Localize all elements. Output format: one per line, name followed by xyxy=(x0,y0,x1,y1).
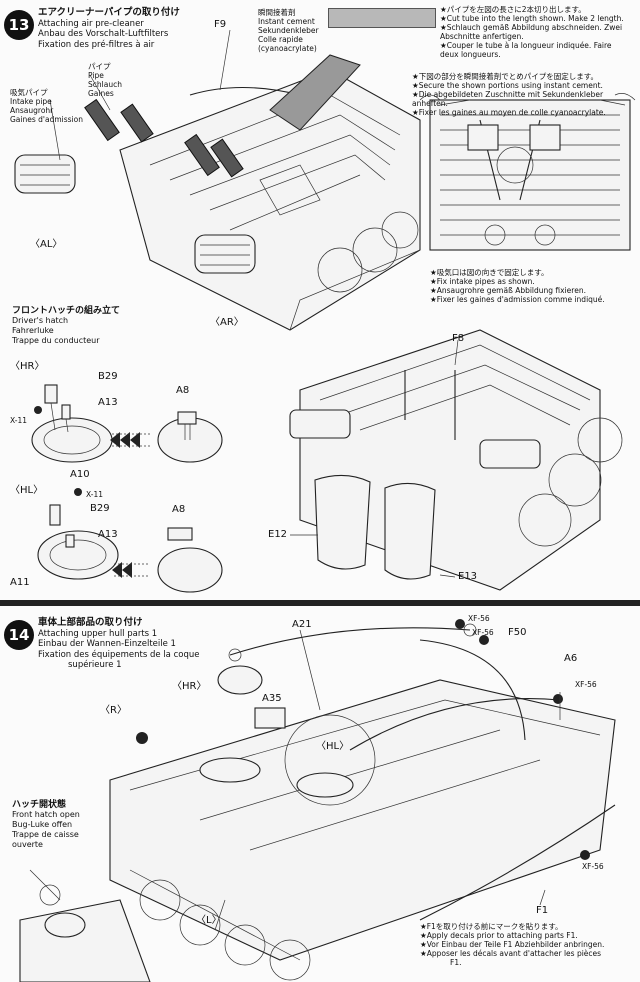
xf56-label-1: XF-56 xyxy=(468,614,490,623)
part-a10-label: A10 xyxy=(70,469,90,480)
step-13-title-de: Anbau des Vorschalt-Luftfilters xyxy=(38,29,169,39)
label-r: 〈R〉 xyxy=(100,705,127,716)
step-divider xyxy=(0,600,640,606)
part-a8-label-2: A8 xyxy=(172,504,186,515)
note-secure: ★下図の部分を瞬間接着剤でとめパイプを固定します。 ★Secure the sh… xyxy=(412,72,606,117)
hatch-assembly-drawing xyxy=(31,384,223,593)
step-13-number: 13 xyxy=(4,10,34,40)
part-a35-label: A35 xyxy=(262,693,282,704)
label-al: 〈AL〉 xyxy=(30,239,63,250)
label-hr: 〈HR〉 xyxy=(10,361,45,372)
step-14-number: 14 xyxy=(4,620,34,650)
instant-cement-label: 瞬間接着剤 Instant cement Sekundenkleber Coll… xyxy=(258,8,319,53)
engine-detail-drawing xyxy=(419,93,636,251)
engine-deck-drawing xyxy=(14,29,421,331)
part-a13-label: A13 xyxy=(98,397,118,408)
label-hl: 〈HL〉 xyxy=(10,485,44,496)
note-fix-intake: ★吸気口は図の向きで固定します。 ★Fix intake pipes as sh… xyxy=(430,268,605,304)
label-l: 〈L〉 xyxy=(196,915,222,926)
upper-hull-drawing xyxy=(19,619,616,982)
xf56-label-2: XF-56 xyxy=(472,628,494,637)
part-a8-label: A8 xyxy=(176,385,190,396)
part-f1-label: F1 xyxy=(536,905,549,916)
step-13-title-en: Attaching air pre-cleaner xyxy=(38,18,144,29)
part-x11-label-2: X-11 xyxy=(86,490,104,499)
label-hl-14: 〈HL〉 xyxy=(316,741,350,752)
note-cut-tube: ★パイプを左図の長さに2本切り出します。 ★Cut tube into the … xyxy=(440,5,624,59)
drivers-hatch-heading: フロントハッチの組み立て Driver's hatch Fahrerluke T… xyxy=(12,306,121,345)
step-13-title: エアクリーナーパイプの取り付け Attaching air pre-cleane… xyxy=(38,7,180,50)
part-f9-label: F9 xyxy=(214,19,227,30)
part-x11-label: X-11 xyxy=(10,416,28,425)
part-b29-label-2: B29 xyxy=(90,503,110,514)
part-a11-label: A11 xyxy=(10,577,30,588)
part-b29-label: B29 xyxy=(98,371,118,382)
part-a6-label: A6 xyxy=(564,653,578,664)
part-e13-label: E13 xyxy=(458,571,478,582)
step-14-title: 車体上部部品の取り付け Attaching upper hull parts 1… xyxy=(38,617,200,670)
xf56-label-3: XF-56 xyxy=(575,680,597,689)
part-a21-label: A21 xyxy=(292,619,312,630)
step-13-title-fr: Fixation des pré-filtres à air xyxy=(38,39,155,50)
part-f50-label: F50 xyxy=(508,627,527,638)
pipe-label: パイプ Pipe Schlauch Gaines xyxy=(88,62,122,98)
label-hr-14: 〈HR〉 xyxy=(172,681,207,692)
hull-rear-drawing xyxy=(289,329,623,591)
note-decals: ★F1を取り付ける前にマークを貼ります。 ★Apply decals prior… xyxy=(420,922,605,967)
xf56-label-4: XF-56 xyxy=(582,862,604,871)
front-hatch-open-label: ハッチ開状態 Front hatch open Bug-Luke offen T… xyxy=(12,800,80,849)
intake-pipe-label: 吸気パイプ Intake pipe Ansaugrohr Gaines d'ad… xyxy=(10,88,83,124)
cut-length-gauge xyxy=(328,8,436,28)
part-f8-label: F8 xyxy=(452,333,465,344)
step-13-title-jp: エアクリーナーパイプの取り付け xyxy=(38,7,180,18)
part-e12-label: E12 xyxy=(268,529,288,540)
part-a13-label-2: A13 xyxy=(98,529,118,540)
label-ar: 〈AR〉 xyxy=(210,317,244,328)
